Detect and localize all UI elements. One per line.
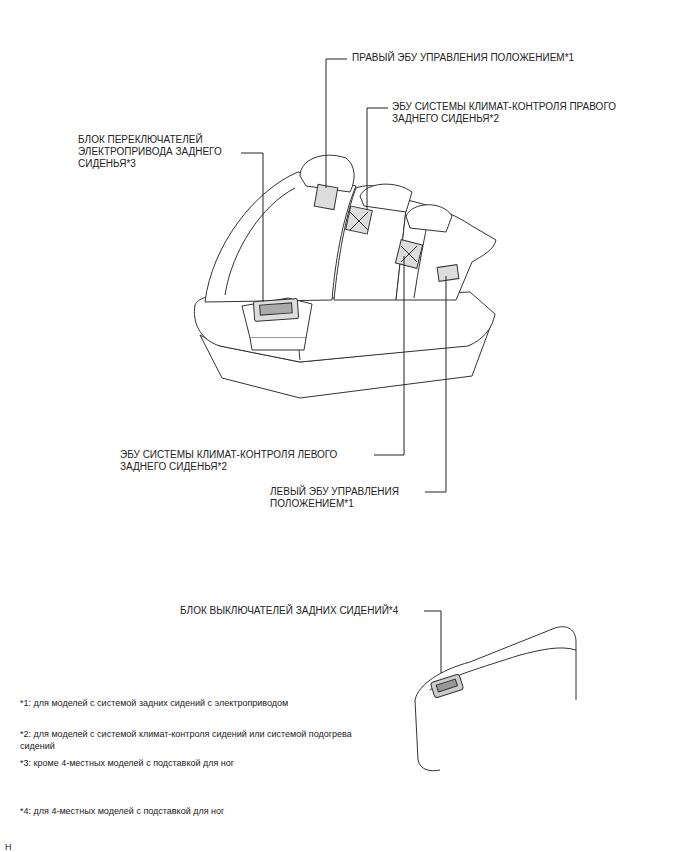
switch-buttons — [436, 679, 457, 692]
switch-block — [253, 298, 298, 321]
footnote: *3: кроме 4-местных моделей с подставкой… — [20, 757, 420, 769]
part-label: ЭБУ СИСТЕМЫ КЛИМАТ-КОНТРОЛЯ ПРАВОГО ЗАДН… — [392, 101, 654, 125]
switch-buttons — [260, 303, 293, 315]
headrest — [360, 184, 412, 212]
switch-block — [430, 674, 463, 698]
part-label: ЛЕВЫЙ ЭБУ УПРАВЛЕНИЯ ПОЛОЖЕНИЕМ*1 — [270, 486, 422, 510]
armrest-detail — [415, 700, 440, 771]
armrest-front — [250, 338, 306, 350]
leader-line — [241, 153, 263, 302]
part-label: БЛОК ПЕРЕКЛЮЧАТЕЛЕЙ ЭЛЕКТРОПРИВОДА ЗАДНЕ… — [78, 134, 238, 170]
part-label: БЛОК ВЫКЛЮЧАТЕЛЕЙ ЗАДНИХ СИДЕНИЙ*4 — [180, 605, 422, 617]
position-ecu — [314, 184, 338, 209]
seatback-seam — [225, 188, 295, 295]
climate-ecu — [395, 240, 422, 269]
armrest — [242, 298, 312, 338]
seatback-left — [205, 172, 356, 302]
armrest-detail — [415, 627, 576, 700]
footnote: *1: для моделей с системой задних сидени… — [20, 697, 420, 709]
leader-line — [326, 59, 347, 188]
climate-ecu — [346, 206, 373, 234]
part-label: ПРАВЫЙ ЭБУ УПРАВЛЕНИЯ ПОЛОЖЕНИЕМ*1 — [352, 52, 652, 64]
ecu-mark — [350, 212, 368, 230]
footnote: *4: для 4-местных моделей с подставкой д… — [20, 805, 420, 817]
ecu-mark — [401, 246, 417, 262]
figure-code: H — [5, 841, 35, 852]
footnote: *2: для моделей с системой климат-контро… — [20, 728, 385, 752]
position-ecu — [437, 265, 459, 282]
part-label: ЭБУ СИСТЕМЫ КЛИМАТ-КОНТРОЛЯ ЛЕВОГО ЗАДНЕ… — [120, 449, 372, 473]
leader-line — [425, 276, 446, 492]
leader-line — [424, 611, 441, 680]
leader-line — [367, 108, 388, 210]
leader-line — [374, 256, 404, 455]
headrest — [406, 205, 452, 232]
seat-cushion — [194, 292, 495, 362]
